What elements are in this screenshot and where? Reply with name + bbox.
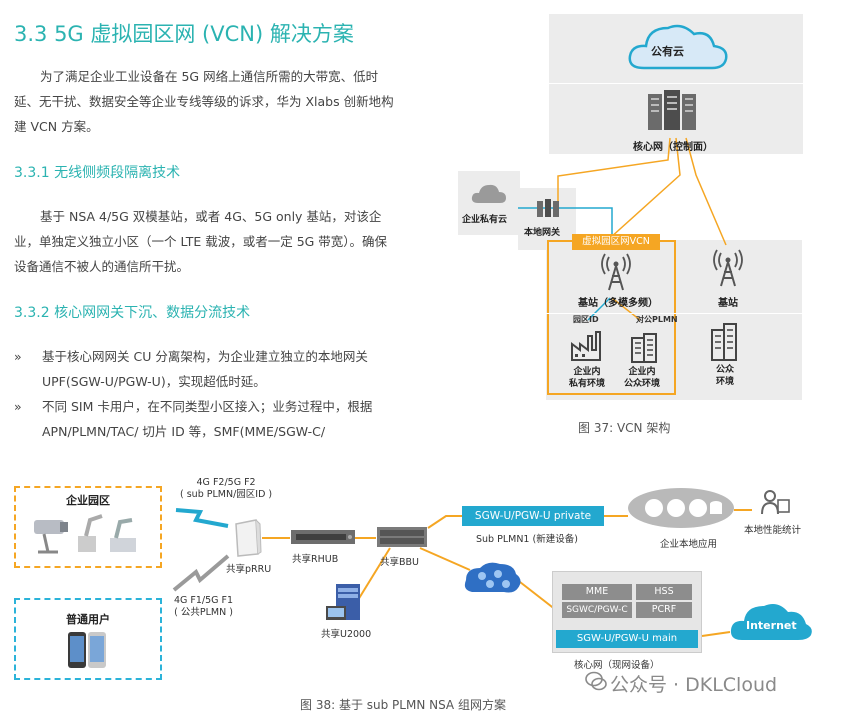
- public-cloud-icon: [628, 24, 728, 70]
- watermark-text: 公众号 · DKLCloud: [610, 674, 778, 696]
- enterprise-private-label: 企业内 私有环境: [569, 367, 606, 389]
- bullet-text: 不同 SIM 卡用户，在不同类型小区接入；业务过程中，根据 APN/PLMN/T…: [42, 399, 373, 439]
- router-cluster-icon: [464, 562, 521, 593]
- building-icon: [631, 333, 657, 363]
- base-station-label: 基站: [718, 298, 738, 309]
- core-network-label: 核心网（控制面）: [633, 142, 713, 153]
- performance-stats-icon: [761, 490, 790, 515]
- local-gateway-label: 本地网关: [524, 228, 561, 238]
- internet-cloud-icon: [730, 604, 812, 640]
- bullet-marker: »: [14, 349, 22, 364]
- regular-users-label: 普通用户: [66, 613, 110, 626]
- local-app-label: 企业本地应用: [660, 539, 718, 550]
- factory-icon: [571, 331, 601, 361]
- prru-label: 共享pRRU: [226, 564, 272, 575]
- local-gateway-panel: [518, 188, 576, 250]
- core-server-icon: [648, 90, 696, 130]
- network-connection-lines: [172, 508, 752, 637]
- smartphone-icon: [68, 632, 106, 668]
- base-station-multi-label: 基站（多模多频）: [578, 298, 658, 309]
- u2000-label: 共享U2000: [321, 629, 372, 640]
- prru-device-icon: [235, 519, 262, 557]
- bullet-item-2: » 不同 SIM 卡用户，在不同类型小区接入；业务过程中，根据 APN/PLMN…: [14, 394, 396, 444]
- internet-label: Internet: [746, 619, 797, 632]
- pcrf-box: PCRF: [636, 602, 692, 618]
- private-cloud-icon: [471, 184, 506, 203]
- frequency-band-bottom: 4G F1/5G F1 ( 公共PLMN ): [174, 595, 234, 618]
- antenna-tower-icon: [601, 253, 631, 291]
- hss-box: HSS: [636, 584, 692, 600]
- bbu-label: 共享BBU: [380, 557, 419, 568]
- bullet-item-1: » 基于核心网网关 CU 分离架构，为企业建立独立的本地网关 UPF(SGW-U…: [14, 344, 396, 394]
- performance-stats-label: 本地性能统计: [744, 525, 802, 536]
- sgwc-box: SGWC/PGW-C: [562, 602, 632, 618]
- local-gateway-icon: [537, 199, 559, 217]
- private-cloud-label: 企业私有云: [462, 215, 508, 225]
- subsection-1-body: 基于 NSA 4/5G 双模基站，或者 4G、5G only 基站，对该企业，单…: [14, 209, 388, 274]
- building-icon: [711, 323, 737, 361]
- panel-divider: [546, 313, 802, 314]
- bbu-device-icon: [377, 527, 427, 547]
- intro-paragraph: 为了满足企业工业设备在 5G 网络上通信所需的大带宽、低时延、无干扰、数据安全等…: [14, 69, 394, 134]
- enterprise-public-label: 企业内 公众环境: [624, 367, 661, 389]
- public-cloud-label: 公有云: [651, 45, 684, 58]
- u2000-server-icon: [326, 584, 360, 620]
- frequency-band-top: 4G F2/5G F2 ( sub PLMN/园区ID ): [180, 477, 273, 500]
- subsection-title-1: 3.3.1 无线侧频段隔离技术: [14, 165, 181, 181]
- app-service-icons: [645, 499, 722, 517]
- public-plmn-label: 对公PLMN: [636, 315, 678, 324]
- bullet-marker: »: [14, 399, 22, 414]
- figure-37-caption: 图 37: VCN 架构: [578, 421, 671, 435]
- subsection-title-2: 3.3.2 核心网网关下沉、数据分流技术: [14, 305, 251, 321]
- enterprise-park-label: 企业园区: [66, 494, 110, 507]
- sgw-main-box: SGW-U/PGW-U main: [556, 630, 698, 648]
- wechat-icon: [585, 671, 607, 691]
- park-id-label: 园区ID: [573, 315, 599, 324]
- industrial-camera-robot-icon: [34, 514, 136, 554]
- rhub-label: 共享RHUB: [292, 554, 339, 565]
- vcn-tag: 虚拟园区网VCN: [572, 234, 660, 250]
- regular-users-box: [14, 598, 162, 680]
- antenna-tower-icon: [713, 249, 743, 287]
- rhub-device-icon: [291, 530, 355, 544]
- sgw-private-box: SGW-U/PGW-U private: [462, 506, 604, 526]
- enterprise-park-box: [14, 486, 162, 568]
- core-existing-label: 核心网（现网设备）: [574, 660, 660, 671]
- bullet-text: 基于核心网网关 CU 分离架构，为企业建立独立的本地网关 UPF(SGW-U/P…: [42, 349, 368, 389]
- figure-38-caption: 图 38: 基于 sub PLMN NSA 组网方案: [300, 698, 506, 712]
- public-env-label: 公众 环境: [716, 365, 735, 387]
- mme-box: MME: [562, 584, 632, 600]
- section-title: 3.3 5G 虚拟园区网 (VCN) 解决方案: [14, 22, 354, 46]
- sub-plmn1-label: Sub PLMN1 (新建设备): [476, 534, 578, 545]
